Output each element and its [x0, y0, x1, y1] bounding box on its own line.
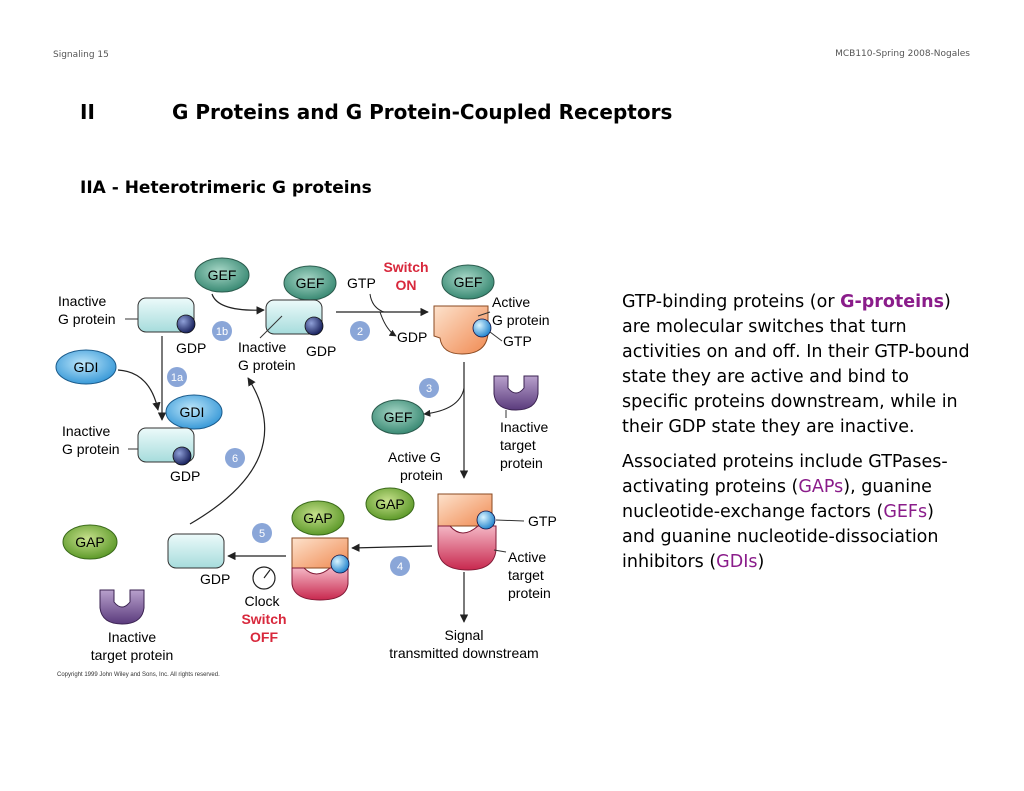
- paragraph-2: Associated proteins include GTPases-acti…: [622, 450, 972, 575]
- label-active-target-1: Active: [508, 549, 546, 565]
- label-active-target-2: target: [508, 567, 544, 583]
- slide-title: II G Proteins and G Protein-Coupled Recep…: [80, 100, 672, 124]
- step-1b-label: 1b: [216, 326, 228, 338]
- label-g-protein-active: G protein: [492, 312, 550, 328]
- label-active-target-3: protein: [508, 585, 551, 601]
- gdi-2: [165, 394, 223, 430]
- gdi-1: [55, 349, 117, 385]
- label-gdp-out: GDP: [397, 329, 427, 345]
- gef-released: [371, 399, 425, 435]
- switch-on-line2: ON: [396, 277, 417, 293]
- label-inactive-target-protein-2: target protein: [91, 647, 174, 663]
- active-target-protein: [437, 525, 497, 571]
- label-g-protein-2: G protein: [238, 357, 296, 373]
- gef-2-label: GEF: [296, 275, 325, 291]
- gef-3-label: GEF: [454, 274, 483, 290]
- switch-on-line1: Switch: [383, 259, 428, 275]
- step-2-label: 2: [357, 326, 363, 338]
- label-signal-1: Signal: [445, 627, 484, 643]
- section-number: II: [80, 100, 95, 124]
- g-protein-cycle-diagram: Inactive G protein GDP GEF 1a 1b GEF Ina…: [55, 257, 557, 663]
- p1-text-1: GTP-binding proteins (or: [622, 292, 841, 312]
- label-inactive-target-1: Inactive: [500, 419, 548, 435]
- p2-text-1: Associated proteins include GTPases-acti…: [622, 452, 948, 497]
- slide-subtitle: IIA - Heterotrimeric G proteins: [80, 178, 372, 198]
- slide-header-right: MCB110-Spring 2008-Nogales: [835, 49, 970, 59]
- gdp-ball-1: [176, 314, 196, 334]
- label-gtp-active: GTP: [503, 333, 532, 349]
- step-5-badge: [252, 523, 272, 543]
- label-inactive-1a: Inactive: [58, 293, 106, 309]
- active-g-protein: [433, 305, 489, 355]
- label-g-protein-3: G protein: [62, 441, 120, 457]
- slide-header-left: Signaling 15: [53, 50, 109, 60]
- p2-text-3: ) and guanine nucleotide-dissociation in…: [622, 502, 939, 572]
- label-gdp-1: GDP: [176, 340, 206, 356]
- gap-1: [365, 487, 415, 521]
- gdp-ball-3: [172, 446, 192, 466]
- step-4-badge: [390, 556, 410, 576]
- label-inactive-target-protein-1: Inactive: [108, 629, 156, 645]
- label-g-protein-1a: G protein: [58, 311, 116, 327]
- inactive-g-protein-4: [167, 533, 225, 569]
- gef-released-label: GEF: [384, 409, 413, 425]
- paragraph-1: GTP-binding proteins (or G-proteins) are…: [622, 290, 972, 440]
- step-2-badge: [350, 321, 370, 341]
- copyright-notice: Copyright 1999 John Wiley and Sons, Inc.…: [57, 672, 220, 678]
- switch-off-line2: OFF: [250, 629, 278, 645]
- label-gdp-4: GDP: [200, 571, 230, 587]
- gap-3-label: GAP: [75, 534, 105, 550]
- gap-3: [62, 524, 118, 560]
- p1-highlight-g-proteins: G-proteins: [840, 292, 945, 312]
- label-protein-2: protein: [400, 467, 443, 483]
- label-gdp-3: GDP: [170, 468, 200, 484]
- gdi-2-label: GDI: [180, 404, 205, 420]
- p2-highlight-gdis: GDIs: [716, 552, 758, 572]
- gef-3: [441, 264, 495, 300]
- label-active-1: Active: [492, 294, 530, 310]
- title-text: G Proteins and G Protein-Coupled Recepto…: [172, 100, 673, 124]
- gtp-ball-complex: [476, 510, 496, 530]
- gap-2: [291, 500, 345, 536]
- label-active-g-2: Active G: [388, 449, 441, 465]
- label-gtp-in: GTP: [347, 275, 376, 291]
- label-inactive-target-2: target: [500, 437, 536, 453]
- gap-1-label: GAP: [375, 496, 405, 512]
- gdi-1-label: GDI: [74, 359, 99, 375]
- p2-highlight-gaps: GAPs: [798, 477, 844, 497]
- step-4-label: 4: [397, 561, 403, 573]
- label-inactive-2: Inactive: [238, 339, 286, 355]
- gtp-ball-active: [472, 318, 492, 338]
- target-gap-complex: [291, 567, 349, 601]
- gtp-ball-hydrolysis: [330, 554, 350, 574]
- gef-1: [194, 257, 250, 293]
- step-5-label: 5: [259, 528, 265, 540]
- label-inactive-target-3: protein: [500, 455, 543, 471]
- gap-2-label: GAP: [303, 510, 333, 526]
- gef-1-label: GEF: [208, 267, 237, 283]
- p2-text-2: ), guanine nucleotide-exchange factors (: [622, 477, 932, 522]
- switch-off-line1: Switch: [241, 611, 286, 627]
- step-1a-badge: [167, 367, 187, 387]
- step-1b-badge: [212, 321, 232, 341]
- step-6-label: 6: [232, 453, 238, 465]
- step-3-label: 3: [426, 383, 432, 395]
- step-3-badge: [419, 378, 439, 398]
- p1-text-2: ) are molecular switches that turn activ…: [622, 292, 970, 437]
- body-text: GTP-binding proteins (or G-proteins) are…: [622, 290, 972, 585]
- step-1a-label: 1a: [171, 372, 184, 384]
- label-gtp-complex: GTP: [528, 513, 557, 529]
- gdp-ball-2: [304, 316, 324, 336]
- p2-text-4: ): [757, 552, 765, 572]
- step-6-badge: [225, 448, 245, 468]
- inactive-target-protein-2: [99, 589, 145, 625]
- p2-highlight-gefs: GEFs: [883, 502, 928, 522]
- label-signal-2: transmitted downstream: [389, 645, 538, 661]
- inactive-target-protein: [493, 375, 539, 411]
- label-gdp-2: GDP: [306, 343, 336, 359]
- label-clock: Clock: [244, 593, 280, 609]
- label-inactive-3: Inactive: [62, 423, 110, 439]
